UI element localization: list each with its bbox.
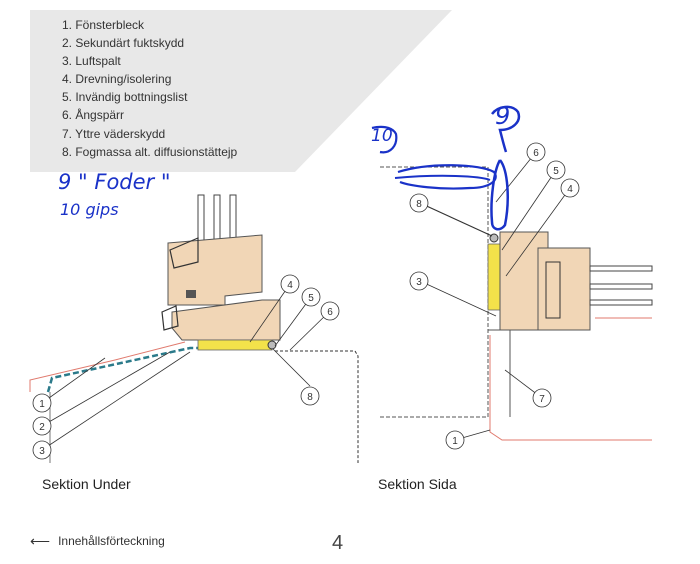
callout-label: 6 — [533, 148, 539, 159]
legend-item: 5. Invändig bottningslist — [62, 90, 188, 105]
page-number: 4 — [332, 532, 344, 554]
callout-label: 4 — [287, 280, 293, 291]
legend-item: 3. Luftspalt — [62, 54, 121, 69]
callout-label: 6 — [327, 307, 333, 318]
callout-label: 1 — [39, 399, 45, 410]
legend-item: 4. Drevning/isolering — [62, 72, 172, 87]
callout-label: 3 — [39, 446, 45, 457]
caption-section-under: Sektion Under — [42, 476, 131, 492]
callout-label: 8 — [307, 392, 313, 403]
callout-label: 8 — [416, 199, 422, 210]
legend-item: 8. Fogmassa alt. diffusionstättejp — [62, 144, 238, 159]
callout-label: 5 — [308, 293, 314, 304]
callout-label: 5 — [553, 166, 559, 177]
table-of-contents-label: Innehållsförteckning — [58, 534, 165, 548]
legend-item: 6. Ångspärr — [62, 108, 125, 123]
callout-label: 1 — [452, 436, 458, 447]
callout-label: 2 — [39, 422, 45, 433]
handwritten-note-gips: 10 gips — [60, 200, 119, 219]
section-side-drawing: 6 5 4 8 3 7 1 — [371, 105, 653, 450]
callout-label: 3 — [416, 277, 422, 288]
section-under-drawing: 1 2 3 4 5 6 8 — [29, 194, 359, 463]
arrow-left-icon: ⟵ — [30, 533, 51, 549]
legend-item: 2. Sekundärt fuktskydd — [62, 36, 185, 51]
table-of-contents-link[interactable]: ⟵ Innehållsförteckning — [30, 534, 165, 548]
legend-list: 1. Fönsterbleck 2. Sekundärt fuktskydd 3… — [62, 16, 237, 161]
legend-item: 1. Fönsterbleck — [62, 18, 145, 32]
handwritten-note-foder: 9 " Foder " — [58, 170, 171, 194]
legend-item: 7. Yttre väderskydd — [62, 126, 166, 141]
callout-label: 7 — [539, 394, 545, 405]
handwritten-nine: 9 — [495, 102, 511, 130]
callout-label: 4 — [567, 184, 573, 195]
handwritten-ten: 10 — [371, 126, 393, 146]
caption-section-side: Sektion Sida — [378, 476, 457, 492]
